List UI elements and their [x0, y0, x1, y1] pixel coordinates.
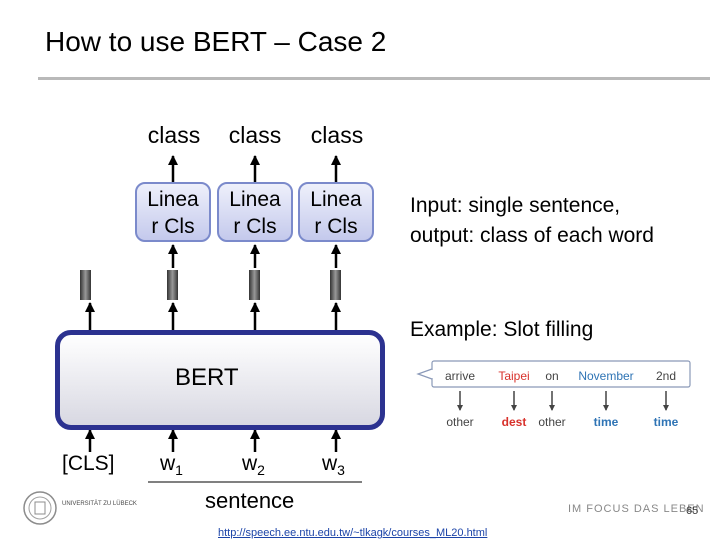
- slot-sentence-pointer: [416, 368, 433, 380]
- linear-classifier-2-line2: r Cls: [233, 215, 277, 238]
- word-token-3: w3: [322, 452, 345, 478]
- title-divider: [38, 77, 710, 80]
- word-token-2-sub: 2: [257, 462, 265, 479]
- word-token-1: w1: [160, 452, 183, 478]
- feature-vector-1: [167, 270, 178, 300]
- word-token-1-base: w: [160, 452, 176, 475]
- slide-title: How to use BERT – Case 2: [45, 26, 387, 57]
- example-title: Example: Slot filling: [410, 318, 594, 341]
- slot-label-1: other: [446, 415, 473, 429]
- class-label-3: class: [310, 122, 364, 148]
- sentence-label: sentence: [205, 488, 295, 513]
- word-token-3-sub: 3: [337, 462, 345, 479]
- linear-classifier-3-line1: Linea: [310, 188, 362, 211]
- linear-classifier-1-line1: Linea: [147, 188, 199, 211]
- linear-classifier-3-line2: r Cls: [314, 215, 358, 238]
- footer-slogan: IM FOCUS DAS LEBEN: [568, 503, 705, 515]
- slot-label-5: time: [654, 415, 679, 429]
- class-label-1: class: [147, 122, 201, 148]
- class-label-2: class: [228, 122, 282, 148]
- feature-vector-2: [249, 270, 260, 300]
- bert-label: BERT: [175, 364, 239, 391]
- slot-word-3: on: [545, 369, 558, 383]
- slot-word-1: arrive: [445, 369, 475, 383]
- slot-label-4: time: [594, 415, 619, 429]
- description-line-2: output: class of each word: [410, 224, 654, 247]
- description-line-1: Input: single sentence,: [410, 194, 621, 217]
- slot-word-2: Taipei: [498, 369, 529, 383]
- university-name: UNIVERSITÄT ZU LÜBECK: [62, 501, 137, 507]
- linear-classifier-1: Linea r Cls: [135, 182, 211, 242]
- linear-classifier-2-line1: Linea: [229, 188, 281, 211]
- cls-token: [CLS]: [62, 452, 115, 475]
- bert-model-box: [55, 330, 385, 430]
- feature-vector-3: [330, 270, 341, 300]
- slot-word-5: 2nd: [656, 369, 676, 383]
- linear-classifier-3: Linea r Cls: [298, 182, 374, 242]
- word-token-2: w2: [242, 452, 265, 478]
- word-token-2-base: w: [242, 452, 258, 475]
- word-token-3-base: w: [322, 452, 338, 475]
- slot-filling-figure: arrive Taipei on November 2nd other dest other…: [416, 360, 691, 429]
- page-number: 65: [686, 505, 699, 517]
- linear-classifier-2: Linea r Cls: [217, 182, 293, 242]
- slot-label-3: other: [538, 415, 565, 429]
- university-seal-icon: [23, 491, 57, 525]
- feature-vector-cls: [80, 270, 91, 300]
- source-link[interactable]: http://speech.ee.ntu.edu.tw/~tlkagk/cour…: [218, 527, 488, 539]
- word-token-1-sub: 1: [175, 462, 183, 479]
- slot-word-4: November: [578, 369, 633, 383]
- linear-classifier-1-line2: r Cls: [151, 215, 195, 238]
- slot-label-2: dest: [502, 415, 527, 429]
